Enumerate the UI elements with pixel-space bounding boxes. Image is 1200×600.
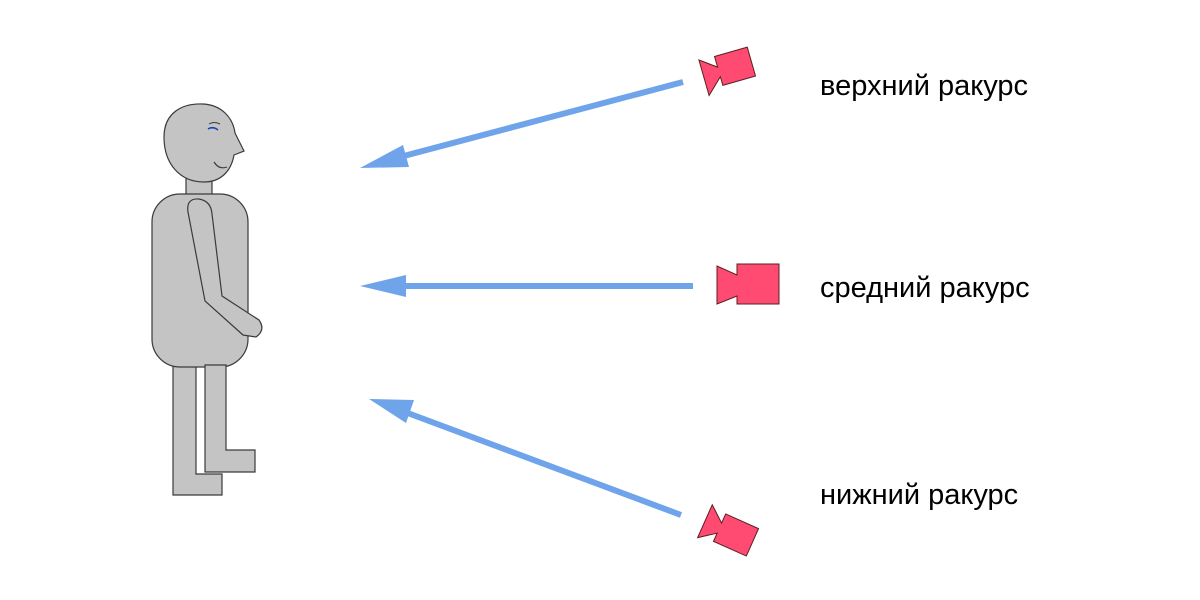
label-middle-angle: средний ракурс [820, 272, 1030, 304]
person-figure [151, 103, 263, 496]
cameras [696, 46, 780, 557]
camera-low-icon [696, 503, 760, 557]
camera-high-icon [698, 46, 757, 97]
eyebrow [208, 122, 221, 125]
front-leg [204, 364, 256, 473]
arrowhead-middle [360, 275, 406, 297]
eye-icon [207, 126, 219, 131]
head [163, 103, 245, 183]
arrow-high [399, 79, 684, 160]
arrow-low [403, 409, 683, 518]
mouth [213, 161, 228, 169]
arrowhead-low [369, 399, 414, 423]
label-high-angle: верхний ракурс [820, 70, 1029, 102]
torso [151, 193, 249, 368]
arrows [360, 79, 693, 518]
arm [187, 198, 263, 338]
label-low-angle: нижний ракурс [820, 479, 1019, 511]
arrowhead-high [360, 145, 409, 168]
camera-middle-icon [716, 263, 780, 305]
